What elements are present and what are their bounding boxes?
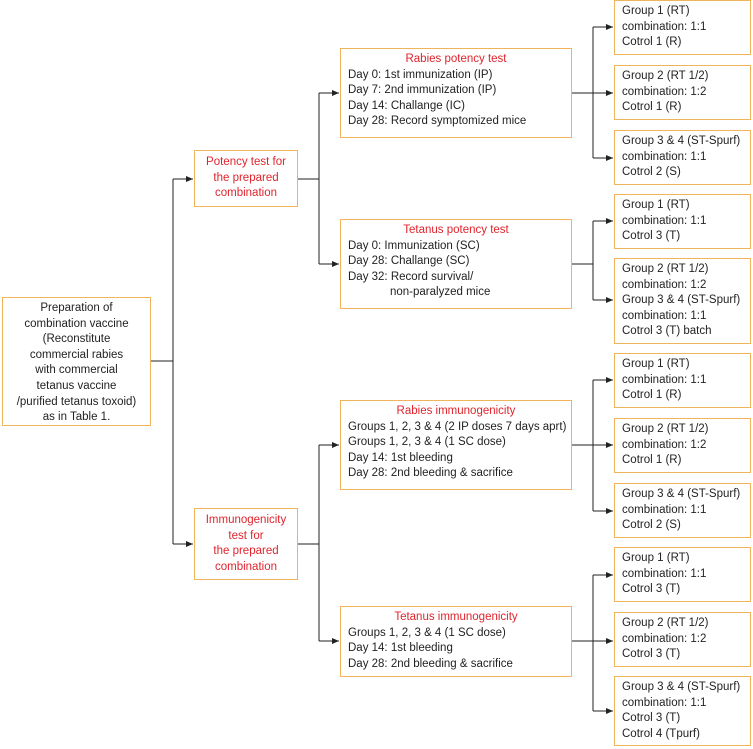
protocol-line: non-paralyzed mice <box>390 286 491 299</box>
rabies-immunogenicity-box: Rabies immunogenicity Groups 1, 2, 3 & 4… <box>340 400 572 490</box>
potency-title-line: Potency test for <box>206 156 286 168</box>
protocol-line: Day 28: Record symptomized mice <box>348 115 527 128</box>
group-line: Group 1 (RT) <box>622 358 690 370</box>
rabies-potency-title: Rabies potency test <box>405 53 507 65</box>
protocol-line: Day 14: 1st bleeding <box>348 642 453 655</box>
group-line: Cotrol 1 (R) <box>622 36 682 49</box>
potency-title-line: combination <box>214 187 277 200</box>
group-line: Cotrol 1 (R) <box>622 101 682 114</box>
rabies-immunogenicity-title: Rabies immunogenicity <box>396 405 516 417</box>
group-line: Cotrol 3 (T) <box>622 712 681 725</box>
group-line: Group 3 & 4 (ST-Spurf) <box>622 488 741 500</box>
group-line: Cotrol 3 (T) batch <box>622 325 712 338</box>
group-line: Cotrol 2 (S) <box>622 519 681 532</box>
group-box: Group 1 (RT) combination: 1:1 Cotrol 3 (… <box>614 547 751 602</box>
group-box: Group 2 (RT 1/2) combination: 1:2 Cotrol… <box>614 65 751 120</box>
group-box: Group 3 & 4 (ST-Spurf) combination: 1:1 … <box>614 130 751 185</box>
rabies-potency-box: Rabies potency test Day 0: 1st immunizat… <box>340 48 572 138</box>
protocol-line: Day 0: 1st immunization (IP) <box>348 68 493 81</box>
group-line: combination: 1:1 <box>622 309 707 322</box>
group-line: Cotrol 1 (R) <box>622 389 682 402</box>
tetanus-immunogenicity-title: Tetanus immunogenicity <box>394 611 518 623</box>
tetanus-immunogenicity-box: Tetanus immunogenicity Groups 1, 2, 3 & … <box>340 606 572 677</box>
group-line: Group 2 (RT 1/2) <box>622 617 709 629</box>
group-line: combination: 1:1 <box>622 503 707 516</box>
root-line: with commercial <box>35 364 118 377</box>
protocol-line: Groups 1, 2, 3 & 4 (1 SC dose) <box>348 436 506 449</box>
group-line: combination: 1:2 <box>622 278 707 291</box>
group-box: Group 2 (RT 1/2) combination: 1:2 Cotrol… <box>614 612 751 667</box>
protocol-line: Groups 1, 2, 3 & 4 (2 IP doses 7 days ap… <box>348 420 567 433</box>
protocol-line: Day 7: 2nd immunization (IP) <box>348 84 497 97</box>
group-line: combination: 1:2 <box>622 438 707 451</box>
group-line: combination: 1:1 <box>622 20 707 33</box>
root-line: Preparation of <box>40 302 113 314</box>
group-line: Group 1 (RT) <box>622 199 690 211</box>
group-line: combination: 1:1 <box>622 696 707 709</box>
group-box: Group 2 (RT 1/2) combination: 1:2 Cotrol… <box>614 418 751 473</box>
root-box: Preparation of combination vaccine (Reco… <box>2 297 151 426</box>
protocol-line: Day 14: Challange (IC) <box>348 99 465 112</box>
protocol-line: Day 32: Record survival/ <box>348 270 474 283</box>
protocol-line: Day 28: 2nd bleeding & sacrifice <box>348 657 513 670</box>
protocol-line: Groups 1, 2, 3 & 4 (1 SC dose) <box>348 626 506 639</box>
protocol-line: Day 14: 1st bleeding <box>348 451 453 464</box>
group-line: Group 2 (RT 1/2) <box>622 70 709 82</box>
group-line: Group 3 & 4 (ST-Spurf) <box>622 135 741 147</box>
group-box: Group 1 (RT) combination: 1:1 Cotrol 1 (… <box>614 0 751 55</box>
group-line: combination: 1:1 <box>622 567 707 580</box>
group-line: Group 1 (RT) <box>622 5 690 17</box>
group-box: Group 2 (RT 1/2) combination: 1:2 Group … <box>614 258 751 344</box>
immuno-title-line: the prepared <box>213 545 279 558</box>
group-line: combination: 1:1 <box>622 150 707 163</box>
group-line: Cotrol 3 (T) <box>622 583 681 596</box>
root-line: commercial rabies <box>29 348 124 361</box>
group-line: Cotrol 3 (T) <box>622 648 681 661</box>
root-line: tetanus vaccine <box>36 379 117 392</box>
root-line: /purified tetanus toxoid) <box>16 395 137 408</box>
immunogenicity-test-box: Immunogenicity test for the prepared com… <box>194 508 298 580</box>
protocol-line: Day 28: Challange (SC) <box>348 255 470 268</box>
group-line: Group 3 & 4 (ST-Spurf) <box>622 294 741 307</box>
potency-test-box: Potency test for the prepared combinatio… <box>194 150 298 207</box>
immuno-title-line: test for <box>228 529 264 542</box>
group-line: Group 2 (RT 1/2) <box>622 423 709 435</box>
group-line: Cotrol 1 (R) <box>622 454 682 467</box>
group-box: Group 3 & 4 (ST-Spurf) combination: 1:1 … <box>614 483 751 538</box>
root-line: (Reconstitute <box>42 333 111 346</box>
group-line: combination: 1:1 <box>622 373 707 386</box>
group-line: Group 1 (RT) <box>622 552 690 564</box>
immuno-title-line: Immunogenicity <box>205 514 287 526</box>
tetanus-potency-title: Tetanus potency test <box>403 224 509 236</box>
group-line: Cotrol 3 (T) <box>622 230 681 243</box>
root-line: as in Table 1. <box>42 411 111 424</box>
tetanus-potency-box: Tetanus potency test Day 0: Immunization… <box>340 219 572 309</box>
immuno-title-line: combination <box>214 560 277 573</box>
group-line: Group 2 (RT 1/2) <box>622 263 709 275</box>
potency-title-line: the prepared <box>213 171 279 184</box>
group-box: Group 1 (RT) combination: 1:1 Cotrol 3 (… <box>614 194 751 249</box>
protocol-line: Day 28: 2nd bleeding & sacrifice <box>348 467 513 480</box>
root-line: combination vaccine <box>24 317 129 330</box>
group-line: Cotrol 4 (Tpurf) <box>622 727 700 740</box>
protocol-line: Day 0: Immunization (SC) <box>348 239 480 252</box>
group-line: combination: 1:2 <box>622 632 707 645</box>
group-box: Group 3 & 4 (ST-Spurf) combination: 1:1 … <box>614 676 751 746</box>
group-line: Group 3 & 4 (ST-Spurf) <box>622 681 741 693</box>
group-line: combination: 1:1 <box>622 214 707 227</box>
group-line: combination: 1:2 <box>622 85 707 98</box>
group-box: Group 1 (RT) combination: 1:1 Cotrol 1 (… <box>614 353 751 408</box>
group-line: Cotrol 2 (S) <box>622 166 681 179</box>
